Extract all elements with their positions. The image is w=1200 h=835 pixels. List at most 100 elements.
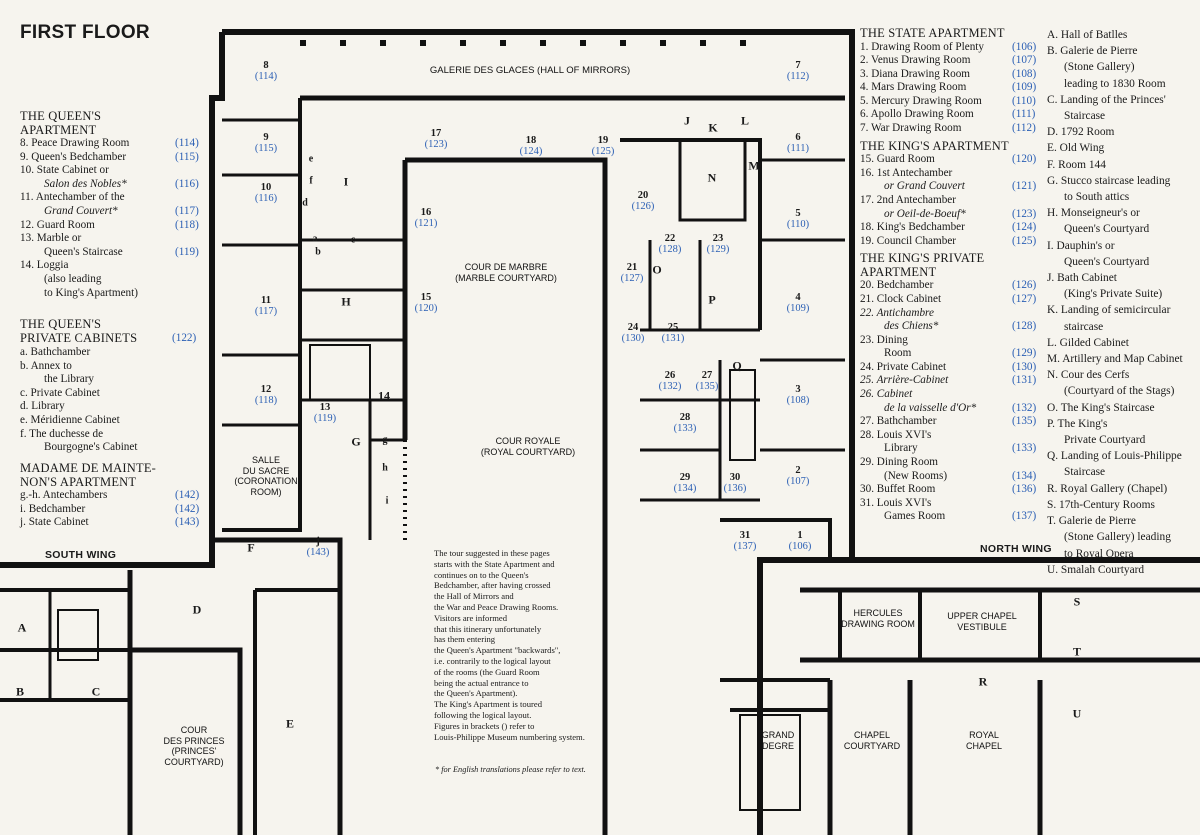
letter-legend-item: Staircase: [1064, 466, 1106, 479]
tour-note-line: Visitors are informed: [434, 612, 507, 623]
room-number-label: 9: [263, 132, 269, 143]
queens-cabinets-item-text: c. Private Cabinet: [20, 386, 100, 399]
kings-private-item-text: 28. Louis XVI's: [860, 428, 932, 441]
queens-apartment-item: to King's Apartment): [20, 287, 235, 301]
state-apartment-item-ref: (109): [1012, 81, 1037, 94]
state-apartment-item-ref: (110): [1012, 94, 1036, 107]
plan-letter: i: [385, 495, 389, 507]
queens-apartment-item-text: 13. Marble or: [20, 232, 82, 245]
room-number: 13(119): [314, 402, 336, 424]
state-apartment-item-text: 4. Mars Drawing Room: [860, 81, 967, 94]
letter-legend-item: Q. Landing of Louis-Philippe: [1047, 450, 1182, 463]
queens-cabinets-item: e. Méridienne Cabinet: [20, 414, 235, 428]
room-number: 4(109): [787, 292, 810, 314]
room-museum-ref: (130): [621, 333, 645, 344]
north-wing-label: NORTH WING: [980, 543, 1052, 555]
kings-private-item-ref: (134): [1012, 469, 1037, 482]
room-museum-ref: (132): [658, 381, 682, 392]
queens-apartment-item-ref: (117): [175, 204, 199, 217]
letter-legend-item: (Stone Gallery): [1064, 61, 1135, 74]
kings-private-item-ref: (132): [1012, 401, 1037, 414]
tour-note-line: The tour suggested in these pages: [434, 548, 550, 558]
room-number: 17(123): [425, 128, 448, 150]
queens-apartment-item-text: Salon des Nobles*: [44, 177, 127, 190]
queens-apartment-item-text: Queen's Staircase: [44, 245, 123, 258]
room-museum-ref: (121): [414, 218, 438, 229]
kings-private-item: 31. Louis XVI's: [860, 497, 1045, 511]
room-museum-ref: (116): [254, 193, 278, 204]
plan-letter: D: [192, 602, 202, 617]
room-number-label: 17: [430, 128, 442, 139]
letter-legend-item: A. Hall of Batlles: [1047, 29, 1128, 41]
plan-letter: B: [15, 684, 25, 699]
kings-private-heading-2: APARTMENT: [860, 264, 937, 279]
plan-letter: T: [1072, 644, 1082, 659]
room-number-label: 22: [664, 233, 676, 244]
maintenon-legend: MADAME DE MAINTE- NON'S APARTMENT g.-h. …: [20, 461, 235, 530]
letter-legend-item: M. Artillery and Map Cabinet: [1047, 353, 1183, 366]
kings-apartment-item-ref: (120): [1012, 153, 1037, 166]
kings-private-item: (New Rooms) (134): [860, 470, 1045, 484]
plan-letter: K: [708, 120, 718, 135]
room-number: 27(135): [696, 370, 719, 392]
kings-apartment-item-text: or Oeil-de-Boeuf*: [884, 207, 966, 220]
queens-apartment-item-ref: (116): [175, 177, 199, 190]
kings-private-item-text: Games Room: [884, 510, 946, 523]
kings-private-item: 30. Buffet Room(136): [860, 483, 1045, 497]
tour-note-line: being the actual entrance to: [434, 677, 529, 688]
kings-private-item-ref: (136): [1012, 483, 1037, 496]
maintenon-item: j. State Cabinet(143): [20, 516, 235, 530]
room-museum-ref: (110): [786, 219, 810, 230]
room-number-label: 10: [260, 182, 272, 193]
plan-letter: H: [341, 294, 351, 309]
plan-letter: O: [652, 262, 662, 277]
room-number-label: 31: [739, 530, 751, 541]
state-apartment-item-ref: (106): [1012, 40, 1037, 53]
kings-apartment-item: 17. 2nd Antechamber: [860, 194, 1045, 208]
room-number: 23(129): [707, 233, 730, 255]
plan-letter: P: [708, 292, 716, 307]
state-apartment-item: 3. Diana Drawing Room(108): [860, 68, 1045, 82]
kings-private-item: 24. Private Cabinet(130): [860, 361, 1045, 375]
room-number: 25(131): [662, 322, 685, 344]
queens-cabinets-item: a. Bathchamber: [20, 346, 235, 360]
kings-private-item-ref: (127): [1012, 292, 1037, 305]
room-museum-ref: (136): [723, 483, 747, 494]
maintenon-item-text: j. State Cabinet: [20, 516, 89, 529]
plan-letter: c: [350, 234, 356, 246]
room-number-label: j: [316, 536, 320, 547]
room-number: 10(116): [255, 182, 277, 204]
room-museum-ref: (109): [786, 303, 810, 314]
letter-legend-item: leading to 1830 Room: [1064, 77, 1166, 90]
state-apartment-item: 2. Venus Drawing Room(107): [860, 54, 1045, 68]
room-number: 30(136): [724, 472, 747, 494]
kings-private-item: Games Room(137): [860, 510, 1045, 524]
room-number: 3(108): [787, 384, 810, 406]
kings-private-item-text: (New Rooms): [884, 469, 948, 482]
state-apartment-item-text: 7. War Drawing Room: [860, 122, 962, 135]
plan-letter: N: [707, 170, 717, 185]
queens-apartment-item-text: 8. Peace Drawing Room: [20, 137, 130, 149]
room-number-label: 24: [627, 322, 639, 333]
letter-legend-item: E. Old Wing: [1047, 142, 1105, 155]
state-apartment-legend: THE STATE APARTMENT 1. Drawing Room of P…: [860, 26, 1045, 524]
kings-private-item-text: 23. Dining: [860, 333, 908, 346]
maintenon-item: g.-h. Antechambers(142): [20, 489, 235, 503]
letter-legend-item: C. Landing of the Princes': [1047, 93, 1166, 106]
kings-apartment-item-text: 16. 1st Antechamber: [860, 166, 953, 179]
queens-apartment-item: 12. Guard Room(118): [20, 219, 235, 233]
queens-apartment-item: 11. Antechamber of the: [20, 191, 235, 205]
queens-apartment-item-ref: (118): [175, 218, 199, 231]
plan-letter: h: [382, 462, 388, 474]
room-number-label: 27: [701, 370, 713, 381]
letter-legend-item: U. Smalah Courtyard: [1047, 563, 1145, 576]
room-number-label: 6: [795, 132, 801, 143]
kings-apartment-item-ref: (123): [1012, 207, 1037, 220]
queens-apartment-item-text: to King's Apartment): [44, 286, 138, 299]
maintenon-item-ref: (142): [175, 489, 200, 501]
queens-apartment-item: 10. State Cabinet or: [20, 164, 235, 178]
maintenon-item: i. Bedchamber(142): [20, 503, 235, 517]
room-museum-ref: (115): [254, 143, 278, 154]
